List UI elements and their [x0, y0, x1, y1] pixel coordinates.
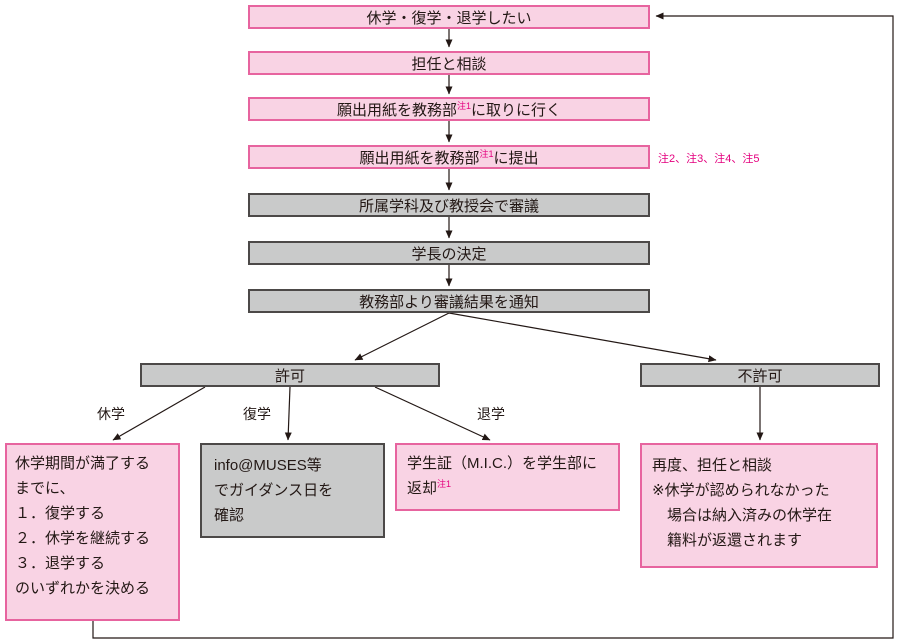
denied-consult-line: 場合は納入済みの休学在 [652, 507, 833, 524]
node-president-decision-label: 学長の決定 [411, 245, 487, 263]
connector-approved-leave [112, 386, 206, 441]
leave-options-line: のいずれかを決める [15, 580, 151, 597]
node-pickup-label: 願出用紙を教務部注1に取りに行く [336, 100, 562, 119]
connector-notify-denied [448, 312, 717, 363]
footnote-ref-1: 注1 [437, 479, 452, 489]
node-approved-label: 許可 [274, 367, 305, 385]
node-review: 所属学科及び教授会で審議 [248, 193, 650, 217]
branch-label-withdraw: 退学 [477, 406, 505, 422]
leave-options-line: までに、 [15, 480, 75, 497]
node-notify-result-label: 教務部より審議結果を通知 [359, 293, 539, 311]
node-withdraw-return-id: 学生証（M.I.C.）を学生部に返却注1 [395, 443, 620, 511]
withdraw-return-id-text: 学生証（M.I.C.）を学生部に返却注1 [407, 455, 597, 497]
node-return-guidance: info@MUSES等 でガイダンス日を 確認 [200, 443, 385, 538]
node-president-decision: 学長の決定 [248, 241, 650, 265]
return-guidance-line: でガイダンス日を [214, 482, 334, 499]
denied-consult-line: 籍料が返還されます [652, 532, 803, 549]
node-consult: 担任と相談 [248, 51, 650, 75]
node-submit-form: 願出用紙を教務部注1に提出 [248, 145, 650, 169]
node-start-label: 休学・復学・退学したい [366, 9, 532, 27]
leave-options-line: １．復学する [15, 505, 106, 522]
node-pickup-form: 願出用紙を教務部注1に取りに行く [248, 97, 650, 121]
return-guidance-line: info@MUSES等 [214, 457, 322, 474]
footnote-ref-1: 注1 [456, 100, 471, 111]
connector-loop-back-to-start [92, 12, 894, 639]
node-notify-result: 教務部より審議結果を通知 [248, 289, 650, 313]
connector-approved-withdraw [374, 386, 491, 441]
node-start: 休学・復学・退学したい [248, 5, 650, 29]
denied-consult-line: 再度、担任と相談 [652, 457, 773, 474]
node-denied-label: 不許可 [737, 367, 783, 385]
return-guidance-line: 確認 [214, 507, 245, 524]
node-leave-options: 休学期間が満了する までに、 １．復学する ２．休学を継続する ３．退学する の… [5, 443, 180, 621]
denied-consult-line: ※休学が認められなかった [652, 482, 830, 499]
node-consult-label: 担任と相談 [411, 55, 487, 73]
branch-label-leave: 休学 [97, 406, 125, 422]
connector-approved-return [284, 386, 292, 441]
node-approved: 許可 [140, 363, 440, 387]
leave-options-line: 休学期間が満了する [15, 455, 151, 472]
leave-options-line: ２．休学を継続する [15, 530, 151, 547]
node-submit-label: 願出用紙を教務部注1に提出 [359, 148, 539, 167]
branch-label-return: 復学 [243, 406, 271, 422]
node-denied: 不許可 [640, 363, 880, 387]
leave-options-line: ３．退学する [15, 555, 106, 572]
node-review-label: 所属学科及び教授会で審議 [358, 197, 539, 215]
footnote-ref-1: 注1 [479, 148, 494, 159]
submit-footnotes: 注2、注3、注4、注5 [658, 153, 760, 165]
node-denied-consult-again: 再度、担任と相談 ※休学が認められなかった 場合は納入済みの休学在 籍料が返還さ… [640, 443, 878, 568]
connector-notify-approved [354, 312, 450, 361]
